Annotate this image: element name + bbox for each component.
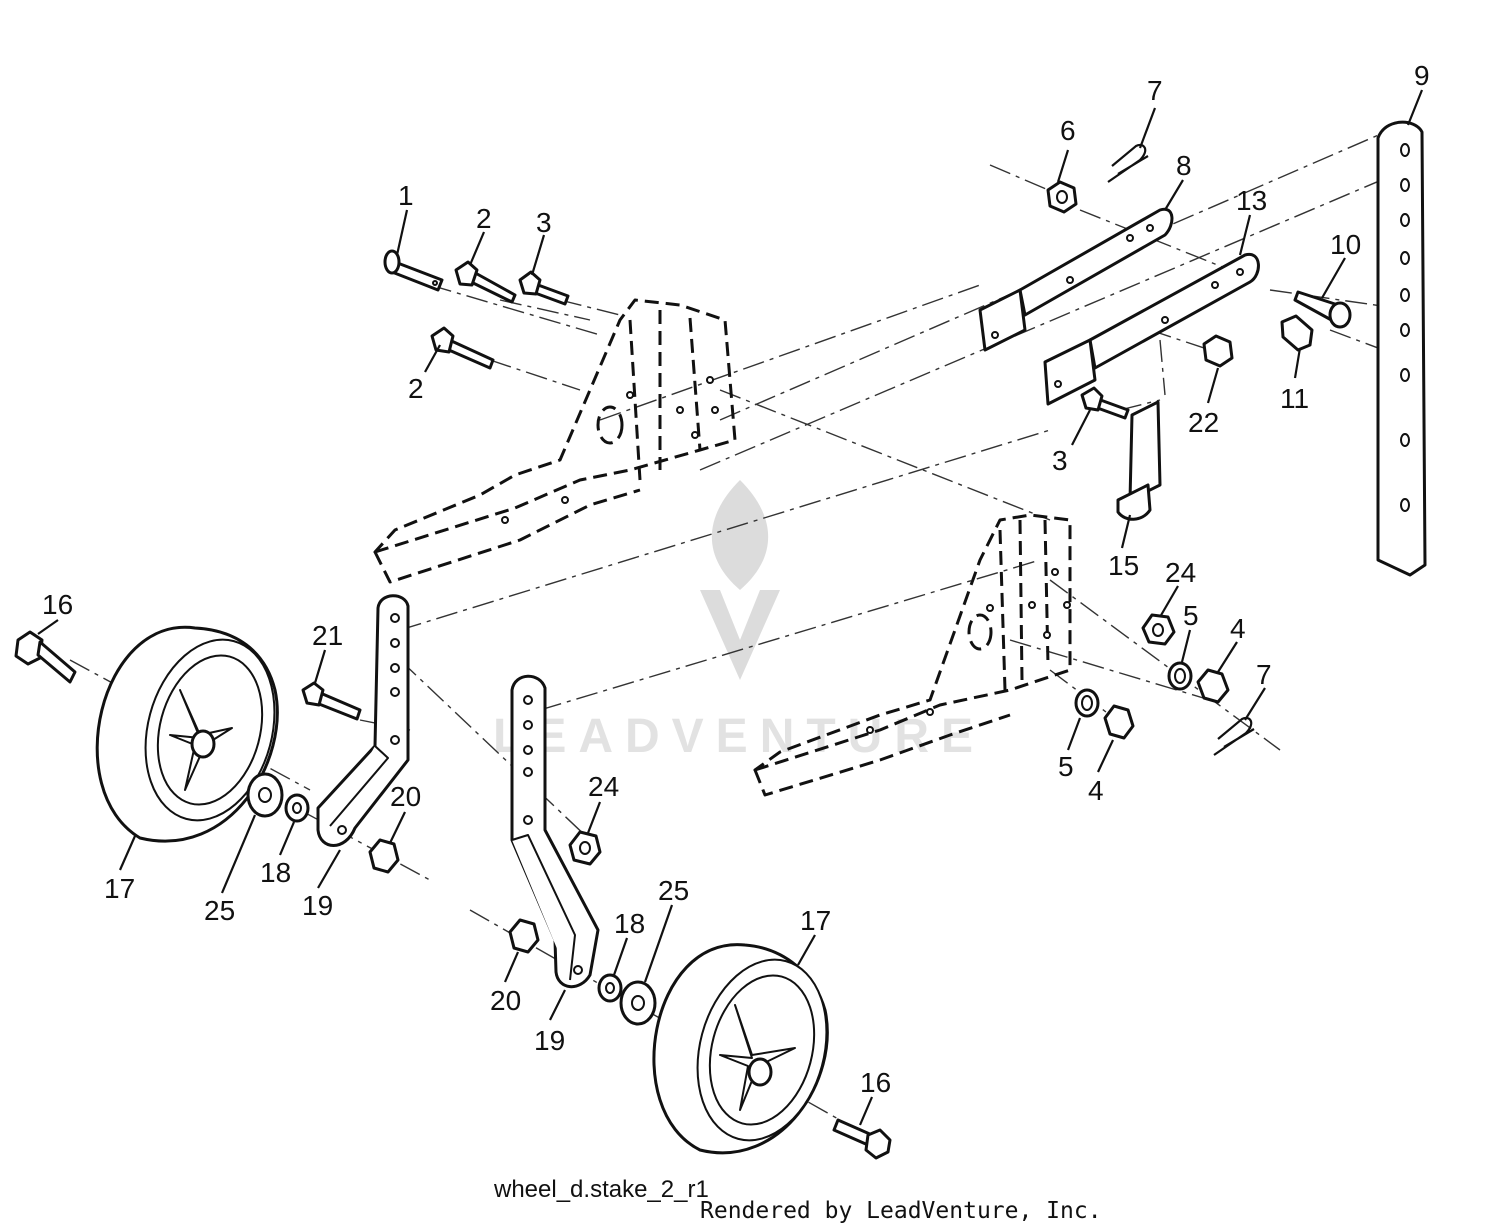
callout-9: 9 xyxy=(1414,60,1430,91)
nut-22 xyxy=(1202,334,1234,368)
nut-6 xyxy=(1046,180,1078,214)
lock-washer-5-upper xyxy=(1167,661,1193,691)
callout-22: 22 xyxy=(1188,407,1219,438)
callout-15: 15 xyxy=(1108,550,1139,581)
callout-20-right: 20 xyxy=(490,985,521,1016)
tiller-frame-right-phantom xyxy=(753,513,1072,797)
depth-bar-9 xyxy=(1376,120,1427,577)
callout-13: 13 xyxy=(1236,185,1267,216)
callout-25-right: 25 xyxy=(658,875,689,906)
callout-24-right: 24 xyxy=(1165,557,1196,588)
callouts: 1 2 3 2 6 7 8 13 9 10 11 22 3 15 24 5 4 … xyxy=(42,60,1430,1098)
bolt-3-upper xyxy=(518,270,570,306)
callout-17-left: 17 xyxy=(104,873,135,904)
washer-18-left xyxy=(284,793,310,823)
wheel-17-right xyxy=(652,943,829,1155)
callout-17-right: 17 xyxy=(800,905,831,936)
diagram-caption: wheel_d.stake_2_r1 xyxy=(494,1176,709,1203)
hair-pin-7-upper xyxy=(1107,143,1149,183)
bolt-11 xyxy=(1280,314,1314,352)
callout-2-lower: 2 xyxy=(408,373,424,404)
callout-3-middle: 3 xyxy=(1052,445,1068,476)
nut-20-right xyxy=(508,918,540,954)
washer-25-right xyxy=(619,980,657,1026)
latch-15 xyxy=(1116,400,1162,521)
callout-19-right: 19 xyxy=(534,1025,565,1056)
nut-4-lower xyxy=(1103,704,1135,740)
bolt-3-middle xyxy=(1080,386,1130,420)
axle-bolt-16-left xyxy=(14,630,77,684)
hair-pin-7-lower xyxy=(1213,716,1255,756)
wheel-arm-19-left xyxy=(316,594,410,847)
callout-20-left: 20 xyxy=(390,781,421,812)
leader-lines xyxy=(37,89,1424,1126)
wheel-arm-19-right xyxy=(510,674,600,989)
pin-10 xyxy=(1293,290,1352,329)
callout-1: 1 xyxy=(398,180,414,211)
axle-bolt-16-right xyxy=(832,1118,892,1160)
lock-washer-5-lower xyxy=(1074,688,1100,718)
washer-25-left xyxy=(246,772,284,818)
callout-7-upper: 7 xyxy=(1147,75,1163,106)
callout-16-right: 16 xyxy=(860,1067,891,1098)
bolt-2-lower xyxy=(430,326,495,370)
callout-21: 21 xyxy=(312,620,343,651)
callout-11: 11 xyxy=(1280,383,1309,414)
bolt-21 xyxy=(301,681,362,721)
locknut-24-right xyxy=(1141,613,1176,646)
nut-4-upper xyxy=(1196,668,1230,704)
bolt-2-upper xyxy=(454,260,517,304)
clevis-pin-1 xyxy=(383,249,444,292)
callout-4-upper: 4 xyxy=(1230,613,1246,644)
callout-5-lower: 5 xyxy=(1058,751,1074,782)
watermark: LEADVENTURE xyxy=(493,480,985,763)
callout-18-left: 18 xyxy=(260,857,291,888)
callout-4-lower: 4 xyxy=(1088,775,1104,806)
callout-24-left: 24 xyxy=(588,771,619,802)
tiller-frame-left-phantom xyxy=(373,298,737,584)
callout-19-left: 19 xyxy=(302,890,333,921)
callout-5-upper: 5 xyxy=(1183,600,1199,631)
washer-18-right xyxy=(597,973,623,1003)
callout-8: 8 xyxy=(1176,150,1192,181)
bracket-8 xyxy=(978,207,1174,352)
callout-16-left: 16 xyxy=(42,589,73,620)
callout-7-lower: 7 xyxy=(1256,659,1272,690)
bracket-13 xyxy=(1043,252,1260,406)
watermark-text: LEADVENTURE xyxy=(493,710,985,763)
nut-20-left xyxy=(368,838,400,874)
render-credit: Rendered by LeadVenture, Inc. xyxy=(700,1198,1102,1224)
callout-10: 10 xyxy=(1330,229,1361,260)
callout-25-left: 25 xyxy=(204,895,235,926)
callout-3-upper: 3 xyxy=(536,207,552,238)
wheel-17-left xyxy=(95,625,279,843)
callout-6: 6 xyxy=(1060,115,1076,146)
callout-2-upper: 2 xyxy=(476,203,492,234)
locknut-24-left xyxy=(568,830,602,866)
callout-18-right: 18 xyxy=(614,908,645,939)
